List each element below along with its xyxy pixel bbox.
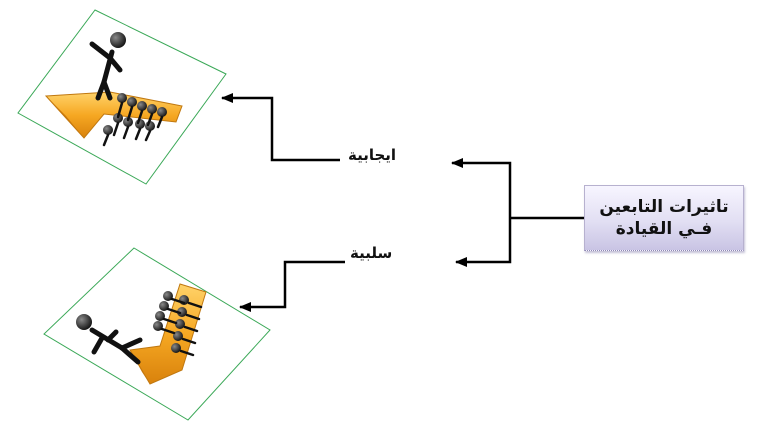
connector-to-positive [451, 158, 512, 218]
negative-image [43, 247, 271, 421]
connector-positive-to-image [221, 93, 340, 162]
root-node-line-1: تاثيرات التابعين [599, 197, 729, 217]
connector-lines [221, 93, 584, 312]
leader-standing-on-arrow-with-followers-icon [44, 32, 183, 147]
root-node-box: تاثيرات التابعين فـي القيادة [584, 185, 744, 251]
positive-image [17, 9, 227, 185]
connector-negative-to-image [239, 260, 345, 312]
connector-to-negative [455, 218, 512, 267]
negative-image-frame [43, 247, 271, 421]
branch-label-positive: ايجابية [348, 146, 397, 164]
root-node-line-2: فـي القيادة [615, 219, 713, 239]
leader-fallen-on-arrow-with-followers-icon [76, 283, 207, 385]
branch-label-negative: سلبية [350, 244, 393, 262]
